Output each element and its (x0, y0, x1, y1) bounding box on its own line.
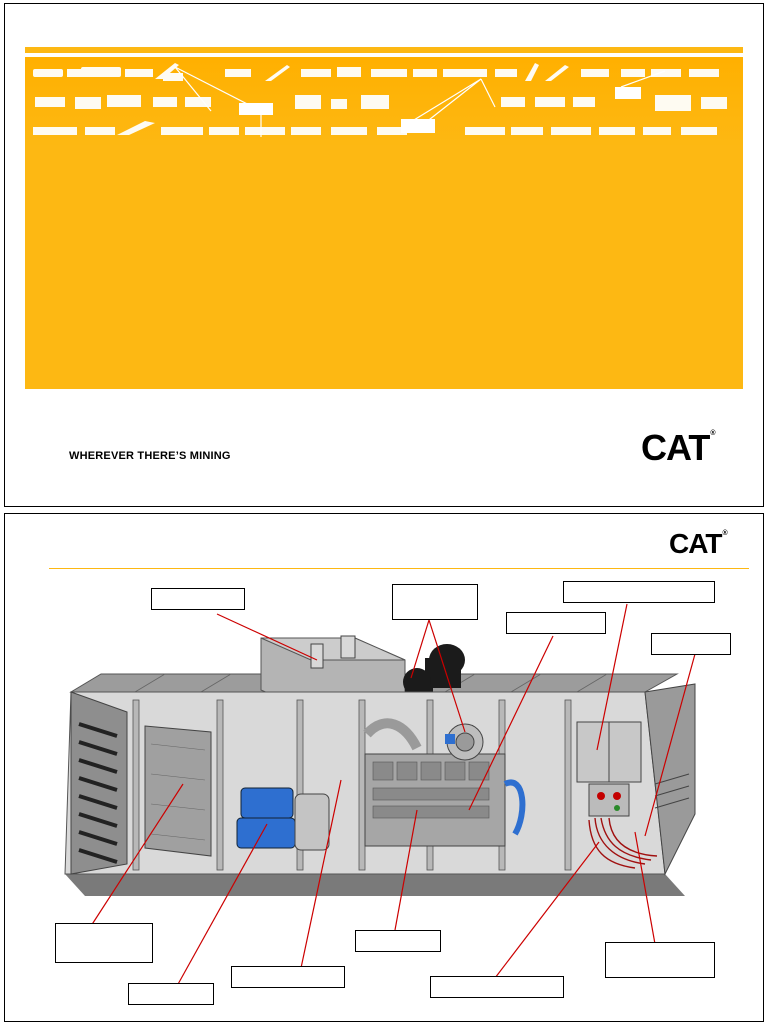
mining-equipment-silhouettes (25, 57, 743, 147)
registered-mark: ® (722, 530, 728, 537)
callout-box (151, 588, 245, 610)
header-yellow-rule (49, 568, 749, 569)
cat-logo: CAT ® (669, 530, 728, 558)
cat-logo-text: CAT (669, 528, 722, 559)
generator-coupling (294, 793, 330, 851)
callout-box (392, 584, 478, 620)
blue-pump-upper (240, 787, 294, 819)
callout-box (231, 966, 345, 988)
diagram-slide: CAT ® (4, 513, 764, 1022)
tagline: WHEREVER THERE’S MINING (69, 450, 231, 462)
coolant-hose (503, 779, 526, 836)
callout-box (563, 581, 715, 603)
exhaust-pipe (363, 718, 422, 751)
generator-enclosure-diagram (64, 603, 696, 987)
yellow-banner (25, 57, 743, 389)
leader-lines (90, 603, 696, 987)
callout-box (128, 983, 214, 1005)
exhaust-stack-left (310, 643, 324, 669)
cat-logo: CAT ® (641, 430, 716, 466)
top-yellow-rule (25, 47, 743, 53)
cat-logo-text: CAT (641, 427, 710, 468)
callout-box (506, 612, 606, 634)
skid-base (65, 874, 685, 896)
registered-mark: ® (710, 430, 716, 437)
exhaust-stack-right (340, 635, 356, 659)
title-slide: WHEREVER THERE’S MINING CAT ® (4, 3, 764, 507)
callout-box (55, 923, 153, 963)
callout-box (355, 930, 441, 952)
callout-box (430, 976, 564, 998)
cable-bundle (588, 817, 658, 869)
enclosure-end-panel (644, 683, 696, 876)
callout-box (605, 942, 715, 978)
blue-pump-lower (236, 817, 296, 849)
callout-box (651, 633, 731, 655)
switch-panel (588, 783, 630, 817)
